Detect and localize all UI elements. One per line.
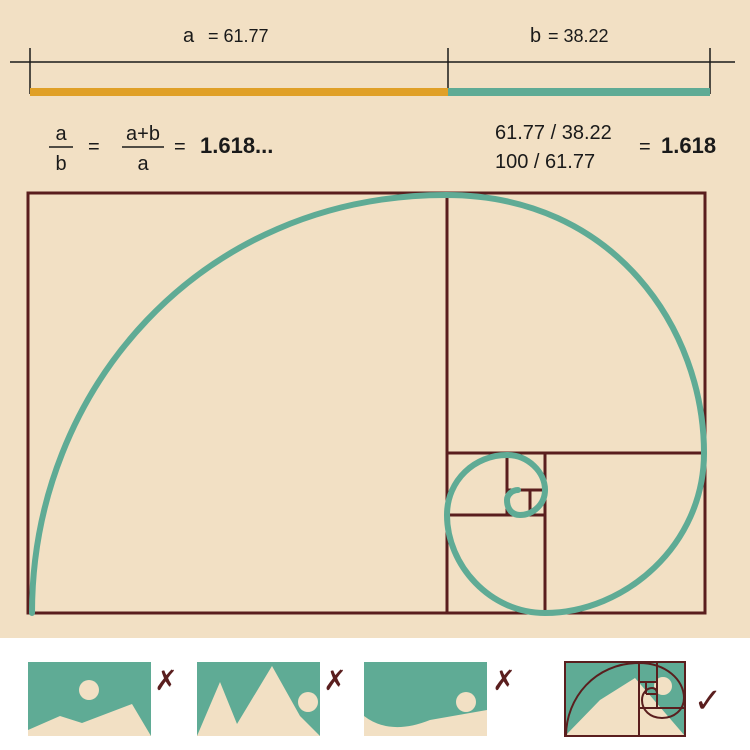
example-4-landscape: [565, 678, 685, 736]
diagram-panel: [0, 0, 750, 638]
fraction2-denominator: a: [137, 153, 149, 175]
ratio-measurement: a = 61.77 b = 38.22: [10, 25, 735, 96]
segment-b-label: b: [530, 25, 541, 47]
formula-equals-2: =: [174, 136, 186, 158]
example-3-sun: [456, 692, 476, 712]
example-3-hill: [364, 710, 487, 736]
fraction1-denominator: b: [55, 153, 66, 175]
example-1: ✗: [28, 662, 178, 736]
example-2-peaks: [197, 666, 320, 736]
formula-result: 1.618...: [200, 133, 273, 158]
example-2: ✗: [197, 662, 347, 736]
formula-equals-1: =: [88, 136, 100, 158]
segment-a-bar: [30, 88, 448, 96]
example-4-sun: [654, 677, 672, 695]
golden-rectangle: [26, 191, 707, 615]
segment-b-value: = 38.22: [548, 26, 609, 46]
example-4-check-icon: ✓: [694, 682, 723, 720]
calc-result: 1.618: [661, 133, 716, 158]
example-4-golden-grid: [564, 661, 686, 737]
example-2-cross-icon: ✗: [323, 665, 346, 696]
segment-a-value: = 61.77: [208, 26, 269, 46]
fraction1-numerator: a: [55, 123, 67, 145]
example-4: ✓: [564, 661, 723, 737]
example-1-cross-icon: ✗: [154, 665, 177, 696]
example-3: ✗: [364, 662, 516, 736]
calc-line-2: 100 / 61.77: [495, 151, 595, 173]
calc-line-1: 61.77 / 38.22: [495, 122, 612, 144]
fraction2-numerator: a+b: [126, 123, 160, 145]
golden-rectangle-frame: [26, 191, 707, 615]
calc-equals: =: [639, 136, 651, 158]
example-2-sun: [298, 692, 318, 712]
segment-a-label: a: [183, 25, 195, 47]
golden-ratio-diagram: a = 61.77 b = 38.22 a b = a+b a = 1.618.…: [10, 25, 735, 617]
example-1-hills: [28, 704, 151, 736]
ratio-formula: a b = a+b a = 1.618...: [49, 123, 273, 175]
ratio-calculation: 61.77 / 38.22 100 / 61.77 = 1.618: [495, 122, 716, 173]
golden-spiral: [29, 191, 708, 617]
segment-b-bar: [448, 88, 710, 96]
example-4-spiral: [565, 661, 686, 737]
example-1-sun: [79, 680, 99, 700]
example-3-cross-icon: ✗: [492, 665, 515, 696]
composition-examples: ✗ ✗ ✗: [0, 638, 750, 750]
